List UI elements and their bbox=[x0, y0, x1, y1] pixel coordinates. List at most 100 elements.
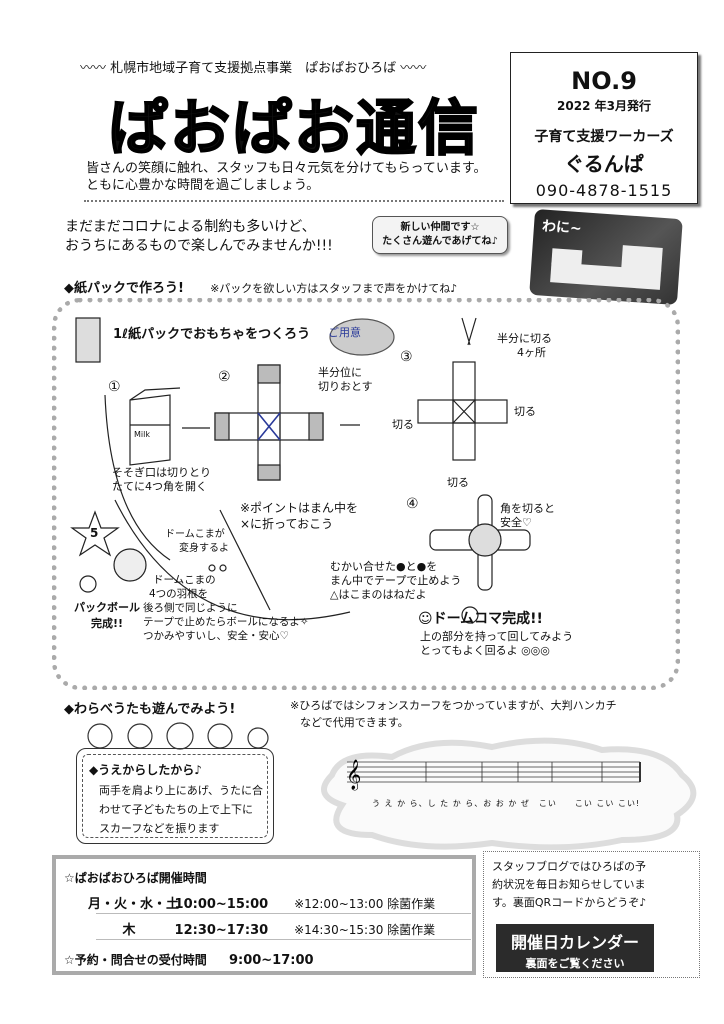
arrow bbox=[182, 424, 360, 429]
intro-line: 皆さんの笑顔に触れ、スタッフも日々元気を分けてもらっています。 bbox=[86, 161, 487, 176]
curve-line bbox=[114, 499, 351, 621]
step1-text: そそぎ口は切りとり たてに4つ角を開く bbox=[112, 466, 211, 494]
message: まだまだコロナによる制約も多いけど、 おうちにあるもので楽しんでみませんか!!! bbox=[65, 218, 333, 256]
divider bbox=[84, 200, 504, 208]
step-line: 変身するよ bbox=[179, 543, 229, 554]
speech-bubble: 新しい仲間です☆ たくさん遊んであげてね♪ bbox=[372, 216, 508, 254]
eyes-icon bbox=[208, 564, 216, 572]
milk-label: Milk bbox=[134, 430, 150, 439]
message-line: まだまだコロナによる制約も多いけど、 bbox=[65, 219, 316, 235]
step4-number: ④ bbox=[406, 496, 419, 512]
blog-line: 約状況を毎日お知らせしていま bbox=[492, 878, 646, 891]
event-calendar-button[interactable]: 開催日カレンダー 裏面をご覧ください bbox=[496, 924, 654, 972]
step-line: ※ポイントはまん中を bbox=[240, 501, 359, 515]
calendar-button-subtitle: 裏面をご覧ください bbox=[525, 957, 625, 970]
intro-line: ともに心豊かな時間を過ごしましょう。 bbox=[86, 178, 320, 193]
section-heading: ◆紙パックで作ろう! bbox=[64, 281, 184, 296]
cross-net-step2 bbox=[214, 364, 324, 481]
step-line: そそぎ口は切りとり bbox=[112, 466, 211, 479]
section-note: ※ひろばではシフォンスカーフをつかっていますが、大判ハンカチ などで代用できます… bbox=[290, 697, 617, 731]
star-icon bbox=[70, 510, 120, 557]
diagram-frame bbox=[52, 298, 680, 690]
intro-text: 皆さんの笑顔に触れ、スタッフも日々元気を分けてもらっています。 ともに心豊かな時… bbox=[86, 160, 487, 194]
curve-line bbox=[219, 509, 271, 611]
song-description: 両手を肩より上にあげ、うたに合 わせて子どもたちの上で上下に スカーフなどを振り… bbox=[99, 781, 263, 838]
issue-box: NO.9 2022 年3月発行 子育て支援ワーカーズ ぐるんぱ 090-4878… bbox=[510, 52, 698, 204]
cat-icon bbox=[127, 723, 153, 749]
divider bbox=[96, 913, 471, 914]
song-box: ◆うえからしたから♪ 両手を肩より上にあげ、うたに合 わせて子どもたちの上で上下… bbox=[76, 748, 274, 844]
step2-number: ② bbox=[218, 369, 231, 385]
reception-label: ☆予約・問合せの受付時間 bbox=[64, 953, 207, 967]
publisher-name: ぐるんぱ bbox=[564, 152, 644, 176]
bubble-line: たくさん遊んであげてね♪ bbox=[382, 236, 498, 247]
publisher: 子育て支援ワーカーズ bbox=[534, 129, 674, 145]
step-line: 後ろ側で同じように bbox=[143, 602, 238, 614]
ball-steps: ドームこまの 4つの羽根を 後ろ側で同じように テープで止めたらボールになるよ✧… bbox=[143, 573, 309, 643]
hours-note: ※12:00~13:00 除菌作業 bbox=[294, 897, 436, 911]
step-line: まん中でテープで止めよう bbox=[330, 574, 462, 587]
calendar-button-title: 開催日カレンダー bbox=[510, 933, 639, 952]
step-line: むかい合せた●と●を bbox=[330, 560, 438, 573]
sheep-icon bbox=[166, 722, 194, 750]
craft-diagram bbox=[70, 317, 531, 624]
transform-text: ドームこまが 変身するよ bbox=[165, 528, 229, 556]
hours-time: 10:00~15:00 bbox=[174, 897, 269, 912]
step-line: ドームこまが bbox=[165, 529, 225, 540]
step4-tape-text: むかい合せた●と●を まん中でテープで止めよう △はこまのはねだよ bbox=[330, 560, 461, 602]
note-line: などで代用できます。 bbox=[300, 716, 409, 729]
blog-text: スタッフブログではひろばの予 約状況を毎日お知らせしていま す。裏面QRコードか… bbox=[492, 858, 646, 912]
prep-label: ご用意 bbox=[328, 326, 361, 339]
cut-label: 切る bbox=[447, 476, 469, 489]
step3-number: ③ bbox=[400, 349, 413, 365]
divider bbox=[96, 939, 471, 940]
dog-icon bbox=[207, 723, 233, 749]
hours-note: ※14:30~15:30 除菌作業 bbox=[294, 923, 436, 937]
bubble-line: 新しい仲間です☆ bbox=[400, 222, 480, 233]
step-line: 上の部分を持って回してみよう bbox=[420, 630, 574, 643]
desc-line: わせて子どもたちの上で上下に bbox=[99, 803, 253, 816]
section-warabeuta-heading: ◆わらべうたも遊んでみよう! bbox=[64, 702, 236, 717]
desc-line: スカーフなどを振ります bbox=[99, 822, 220, 835]
curve-line bbox=[104, 394, 171, 561]
rabbit-icon bbox=[247, 727, 269, 749]
pack-ball-sketch bbox=[113, 548, 147, 582]
hours-days: 月・火・水・土 bbox=[88, 897, 180, 912]
music-staff bbox=[347, 761, 641, 783]
step-line: テープで止めたらボールになるよ✧ bbox=[143, 616, 309, 628]
reception-time: 9:00~17:00 bbox=[228, 953, 314, 968]
step-line: ドームこまの bbox=[153, 574, 216, 586]
blog-line: す。裏面QRコードからどうぞ♪ bbox=[492, 896, 647, 909]
step1-number: ① bbox=[108, 379, 121, 395]
hours-time: 12:30~17:30 bbox=[174, 923, 269, 938]
step-line: 半分位に bbox=[318, 366, 362, 379]
opening-hours-box: ☆ぱおぱおひろば開催時間 月・火・水・土 10:00~15:00 ※12:00~… bbox=[52, 855, 476, 975]
ball-complete: パックボール 完成!! bbox=[74, 600, 140, 632]
bear-icon bbox=[87, 723, 113, 749]
milk-carton-icon bbox=[75, 317, 101, 363]
cut-label: 切る bbox=[514, 405, 536, 418]
message-line: おうちにあるもので楽しんでみませんか!!! bbox=[65, 238, 333, 254]
staff-blog-box: スタッフブログではひろばの予 約状況を毎日お知らせしていま す。裏面QRコードか… bbox=[483, 851, 700, 978]
newsletter-title: ぱおぱお通信 bbox=[107, 93, 480, 165]
smiley-icon bbox=[79, 575, 97, 593]
step-line: パックボール bbox=[74, 601, 140, 614]
dome-spin-text: 上の部分を持って回してみよう とってもよく回るよ ◎◎◎ bbox=[420, 630, 573, 658]
reception-row: ☆予約・問合せの受付時間 9:00~17:00 bbox=[64, 951, 314, 968]
dome-complete: ☺ドームコマ完成!! bbox=[418, 611, 543, 627]
song-title: ◆うえからしたから♪ bbox=[89, 763, 202, 777]
step2-cut-text: 半分位に 切りおとす bbox=[318, 366, 373, 394]
step-line: とってもよく回るよ ◎◎◎ bbox=[420, 644, 550, 657]
desc-line: 両手を肩より上にあげ、うたに合 bbox=[99, 784, 264, 797]
diagram-title: 1ℓ紙パックでおもちゃをつくろう bbox=[113, 327, 311, 342]
step-line: △はこまのはねだよ bbox=[330, 588, 427, 601]
scissors-icon bbox=[461, 317, 477, 346]
treble-clef-icon: 𝄞 bbox=[346, 759, 361, 791]
carton-sketch bbox=[129, 387, 181, 466]
step-line: 完成!! bbox=[90, 617, 124, 630]
issue-date: 2022 年3月発行 bbox=[557, 99, 651, 113]
hours-days: 木 bbox=[122, 923, 136, 938]
step-line: 安全♡ bbox=[500, 516, 532, 529]
step-line: ×に折っておこう bbox=[240, 517, 334, 531]
